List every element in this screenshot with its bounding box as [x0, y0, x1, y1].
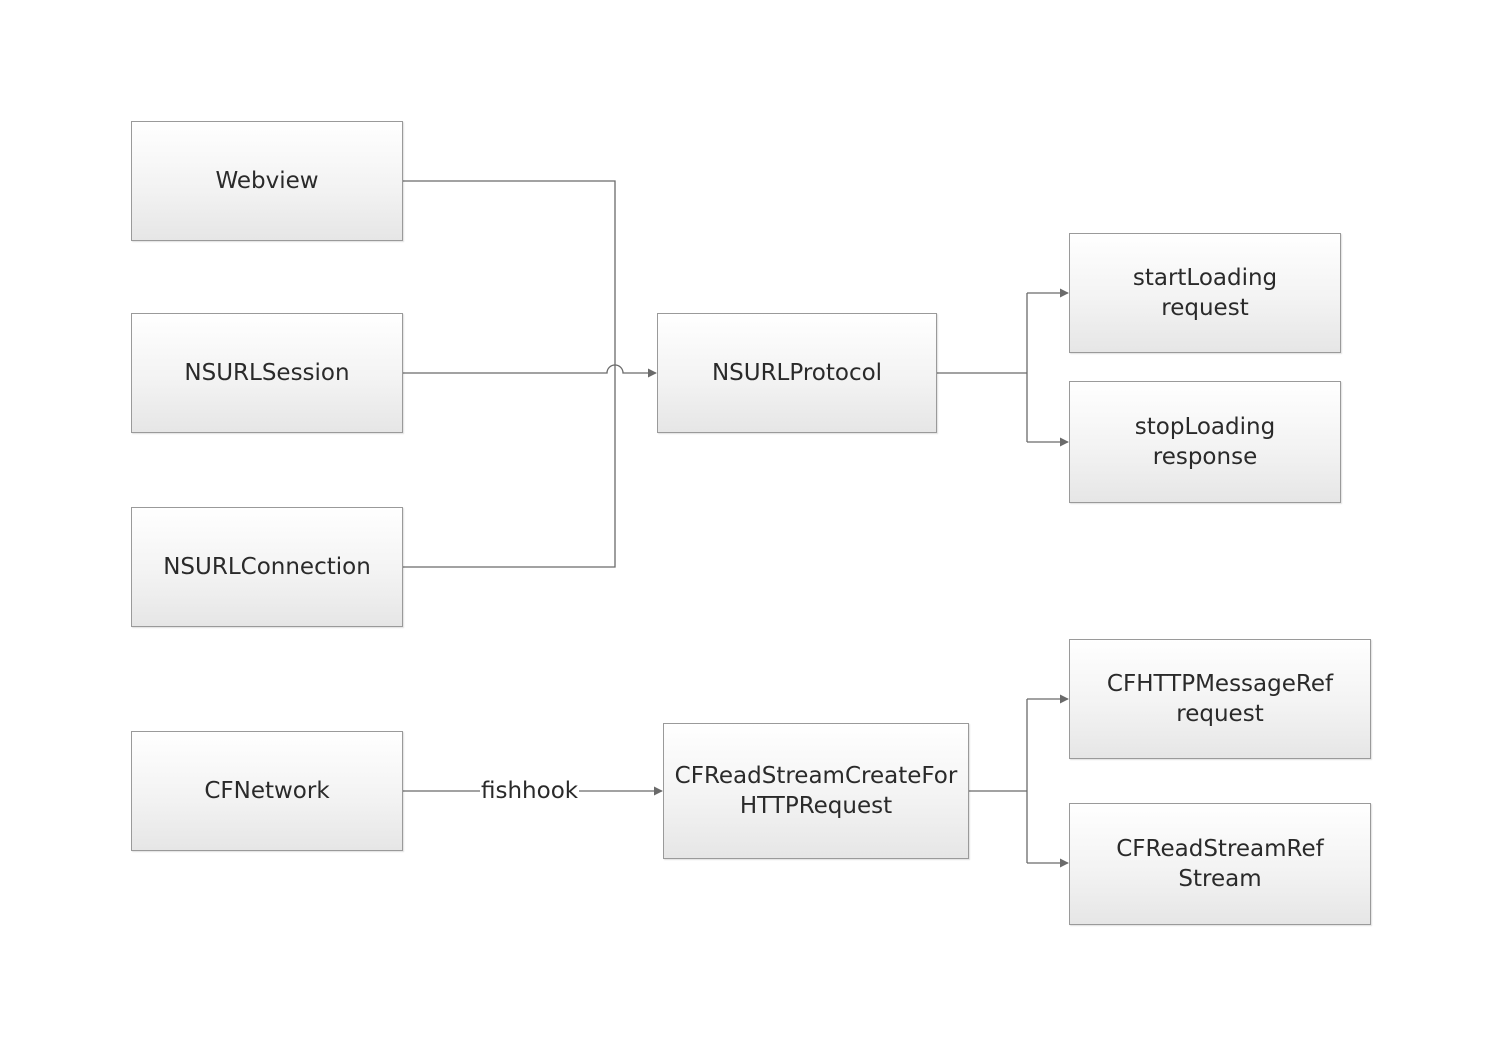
- node-cfhttpmessageref-label: CFHTTPMessageRef request: [1107, 669, 1333, 729]
- node-stop-loading-label: stopLoading response: [1135, 412, 1275, 472]
- node-label-line: request: [1161, 295, 1249, 321]
- node-label-line: response: [1152, 444, 1258, 470]
- node-webview-label: Webview: [215, 166, 318, 196]
- node-nsurlprotocol: NSURLProtocol: [657, 313, 937, 433]
- node-cfhttpmessageref: CFHTTPMessageRef request: [1069, 639, 1371, 759]
- connector-webview: [403, 180, 616, 373]
- node-label-line: startLoading: [1132, 265, 1278, 291]
- node-label-line: request: [1176, 701, 1264, 727]
- node-start-loading: startLoading request: [1069, 233, 1341, 353]
- node-label-line: NSURLConnection: [163, 554, 371, 580]
- edge-label-fishhook: fishhook: [480, 777, 580, 805]
- node-webview: Webview: [131, 121, 403, 241]
- node-label-line: Webview: [215, 168, 319, 194]
- node-nsurlsession: NSURLSession: [131, 313, 403, 433]
- node-stop-loading: stopLoading response: [1069, 381, 1341, 503]
- node-label-line: stopLoading: [1134, 414, 1276, 440]
- node-cfnetwork: CFNetwork: [131, 731, 403, 851]
- node-nsurlsession-label: NSURLSession: [184, 358, 349, 388]
- connector-nsurlsession: [403, 364, 657, 378]
- node-nsurlprotocol-label: NSURLProtocol: [712, 358, 882, 388]
- node-start-loading-label: startLoading request: [1133, 263, 1277, 323]
- node-label-line: CFNetwork: [204, 778, 330, 804]
- node-label-line: Stream: [1178, 866, 1262, 892]
- node-label-line: NSURLProtocol: [711, 360, 883, 386]
- node-nsurlconnection-label: NSURLConnection: [163, 552, 371, 582]
- connector-nsurlconnection: [403, 373, 616, 568]
- node-label-line: CFReadStreamRef: [1116, 836, 1324, 862]
- node-label-line: HTTPRequest: [739, 793, 893, 819]
- node-nsurlconnection: NSURLConnection: [131, 507, 403, 627]
- node-cfnetwork-label: CFNetwork: [204, 776, 329, 806]
- node-label-line: CFReadStreamCreateFor: [674, 763, 958, 789]
- node-label-line: CFHTTPMessageRef: [1106, 671, 1334, 697]
- node-label-line: NSURLSession: [184, 360, 350, 386]
